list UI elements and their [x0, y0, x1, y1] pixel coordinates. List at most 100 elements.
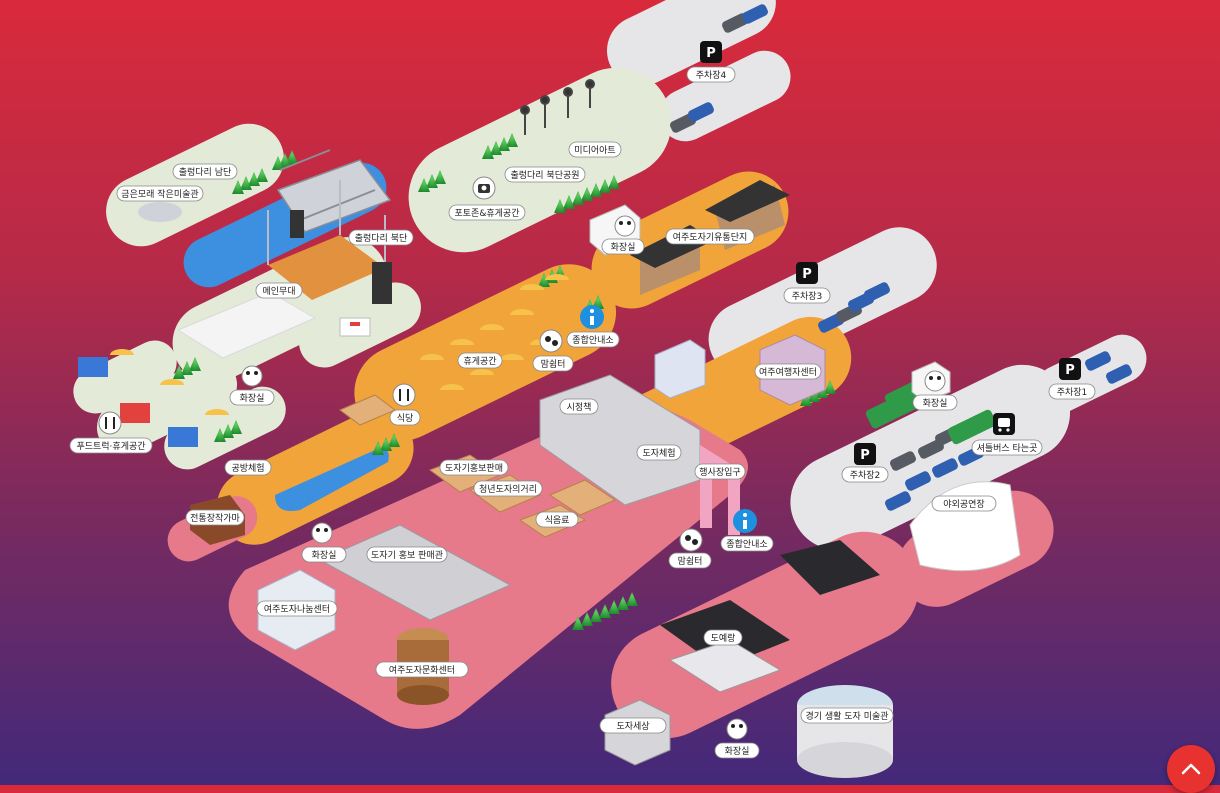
label-restroom-3[interactable]: 화장실	[912, 394, 958, 411]
label-restroom-4[interactable]: 화장실	[301, 546, 347, 563]
svg-text:메인무대: 메인무대	[262, 286, 295, 297]
label-foodtruck[interactable]: 푸드트럭·휴게공간	[69, 437, 153, 454]
svg-text:공방체험: 공방체험	[231, 463, 264, 474]
label-workshop[interactable]: 공방체험	[224, 459, 272, 476]
small-museum-building	[138, 202, 182, 222]
label-shuttle[interactable]: 셔틀버스 타는곳	[971, 439, 1043, 456]
svg-text:출렁다리 남단: 출렁다리 남단	[179, 166, 232, 178]
label-sales-zone[interactable]: 시정책	[559, 398, 599, 415]
svg-text:여주여행자센터: 여주여행자센터	[759, 366, 817, 378]
restroom-icon-1	[614, 215, 636, 237]
svg-text:전통장작가마: 전통장작가마	[190, 513, 240, 524]
svg-text:야외공연장: 야외공연장	[943, 498, 984, 510]
svg-text:P: P	[1065, 363, 1075, 378]
label-young-street[interactable]: 청년도자의거리	[473, 480, 543, 497]
restroom-icon-4	[311, 522, 333, 544]
svg-text:청년도자의거리: 청년도자의거리	[479, 484, 537, 495]
label-info-center-1[interactable]: 종합안내소	[566, 331, 620, 348]
label-ceramic-world[interactable]: 도자세상	[599, 717, 667, 734]
label-bridge-north[interactable]: 출렁다리 북단	[348, 229, 414, 246]
svg-text:금은모래 작은미술관: 금은모래 작은미술관	[121, 189, 198, 200]
label-restroom-5[interactable]: 화장실	[714, 742, 760, 759]
label-heritage[interactable]: 여주도자기유통단지	[665, 228, 755, 245]
parking-icon-3: P	[796, 262, 818, 284]
label-food-drink[interactable]: 식음료	[535, 511, 579, 528]
label-parking-1[interactable]: 주차장1	[1048, 383, 1096, 400]
scroll-to-top-button[interactable]	[1167, 745, 1215, 793]
svg-text:푸드트럭·휴게공간: 푸드트럭·휴게공간	[76, 440, 145, 452]
label-promo-sales[interactable]: 도자기홍보판매	[439, 459, 509, 476]
heritage-buildings	[630, 180, 790, 295]
label-rest-area[interactable]: 휴게공간	[457, 352, 503, 369]
label-kiln[interactable]: 전통장작가마	[185, 509, 245, 526]
svg-text:여주도자기유통단지: 여주도자기유통단지	[673, 231, 748, 243]
label-bridge-south[interactable]: 출렁다리 남단	[172, 163, 238, 180]
svg-text:P: P	[860, 448, 870, 463]
label-info-center-2[interactable]: 종합안내소	[720, 535, 774, 552]
label-food[interactable]: 식당	[389, 409, 421, 426]
parking-lot-2-ground	[790, 364, 1071, 551]
label-parking-3[interactable]: 주차장3	[783, 287, 831, 304]
rest-area-ground	[354, 264, 617, 441]
svg-text:화장실: 화장실	[312, 550, 337, 561]
label-nursing-room-2[interactable]: 맘쉼터	[668, 552, 712, 569]
label-ceramic-exp[interactable]: 도자체험	[636, 444, 682, 461]
label-outdoor-stage[interactable]: 야외공연장	[931, 495, 997, 512]
label-media-art[interactable]: 미디어아트	[568, 141, 622, 158]
restroom-icon-3	[924, 370, 946, 392]
label-main-stage[interactable]: 메인무대	[255, 282, 303, 299]
svg-text:종합안내소: 종합안내소	[572, 335, 613, 346]
svg-text:도자체험: 도자체험	[642, 448, 675, 459]
restroom-icon-2	[241, 365, 263, 387]
parking-icon-4: P	[700, 41, 722, 63]
chevron-up-icon	[1181, 763, 1201, 775]
svg-text:P: P	[706, 46, 716, 61]
foodtruck-restaurant-icon	[98, 411, 122, 435]
restroom-icon-5	[726, 718, 748, 740]
camera-icon	[472, 176, 496, 200]
parking-icon-2: P	[854, 443, 876, 465]
svg-text:도자기 홍보 판매관: 도자기 홍보 판매관	[371, 549, 443, 561]
label-culture-center[interactable]: 여주도자문화센터	[375, 661, 469, 678]
label-restroom-2[interactable]: 화장실	[229, 389, 275, 406]
label-photo-zone[interactable]: 포토존&휴게공간	[448, 204, 526, 221]
label-event-entrance[interactable]: 행사장입구	[694, 463, 746, 480]
svg-text:화장실: 화장실	[923, 398, 948, 409]
label-bridge-north-park[interactable]: 출렁다리 북단공원	[504, 166, 586, 183]
parking-icon-1: P	[1059, 358, 1081, 380]
food-trucks	[78, 357, 198, 447]
label-nursing-room-1[interactable]: 맘쉼터	[532, 355, 574, 372]
svg-text:도자세상: 도자세상	[616, 721, 649, 732]
label-sharing-center[interactable]: 여주도자나눔센터	[256, 600, 338, 617]
label-promo-hall[interactable]: 도자기 홍보 판매관	[366, 546, 448, 563]
label-small-museum[interactable]: 금은모래 작은미술관	[116, 185, 204, 202]
svg-text:행사장입구: 행사장입구	[699, 466, 740, 478]
label-gyeonggi-museum[interactable]: 경기 생활 도자 미술관	[800, 707, 894, 724]
svg-text:맘쉼터: 맘쉼터	[678, 556, 703, 567]
svg-text:P: P	[802, 267, 812, 282]
svg-text:도자기홍보판매: 도자기홍보판매	[445, 462, 503, 474]
label-parking-2[interactable]: 주차장2	[841, 466, 889, 483]
svg-text:도예랑: 도예랑	[711, 632, 736, 644]
svg-text:출렁다리 북단: 출렁다리 북단	[355, 232, 408, 244]
svg-text:식당: 식당	[397, 413, 414, 424]
svg-text:출렁다리 북단공원: 출렁다리 북단공원	[510, 169, 579, 181]
svg-text:화장실: 화장실	[611, 242, 636, 253]
svg-text:맘쉼터: 맘쉼터	[541, 359, 566, 370]
label-restroom-1[interactable]: 화장실	[601, 238, 645, 255]
svg-text:여주도자나눔센터: 여주도자나눔센터	[264, 603, 330, 615]
info-icon-1	[580, 305, 604, 329]
svg-text:주차장1: 주차장1	[1057, 386, 1088, 398]
label-doyerang[interactable]: 도예랑	[703, 629, 743, 646]
svg-text:셔틀버스 타는곳: 셔틀버스 타는곳	[977, 443, 1038, 454]
svg-text:주차장4: 주차장4	[696, 69, 727, 81]
nursing-room-icon-2	[679, 528, 703, 552]
svg-text:미디어아트: 미디어아트	[574, 145, 615, 156]
svg-text:화장실: 화장실	[240, 393, 265, 404]
umbrellas	[110, 274, 569, 415]
svg-text:포토존&휴게공간: 포토존&휴게공간	[455, 208, 520, 219]
label-traveler-center[interactable]: 여주여행자센터	[754, 363, 822, 380]
nursing-room-icon-1	[539, 329, 563, 353]
label-parking-4[interactable]: 주차장4	[686, 66, 736, 83]
